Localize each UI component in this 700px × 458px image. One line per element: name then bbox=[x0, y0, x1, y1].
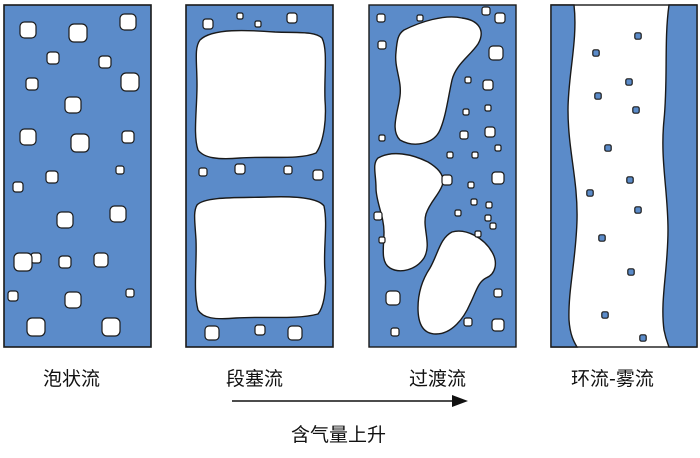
gas-bubble bbox=[489, 46, 503, 60]
liquid-droplet bbox=[587, 190, 593, 196]
gas-bubble bbox=[57, 212, 73, 228]
gas-bubble bbox=[237, 13, 243, 19]
slug-gas-bubble-upper bbox=[195, 30, 325, 158]
gas-bubble bbox=[460, 131, 468, 139]
liquid-droplet bbox=[593, 50, 599, 56]
label-bubbly: 泡状流 bbox=[43, 364, 100, 391]
annular-liquid-film-right bbox=[663, 5, 697, 347]
gas-bubble bbox=[284, 166, 292, 174]
gas-bubble bbox=[14, 253, 32, 271]
gas-bubble bbox=[121, 73, 139, 91]
panel-annular-mist bbox=[551, 5, 697, 347]
label-churn: 过渡流 bbox=[409, 364, 466, 391]
gas-bubble bbox=[495, 13, 505, 23]
gas-bubble bbox=[313, 170, 323, 180]
gas-bubble bbox=[463, 109, 469, 115]
gas-bubble bbox=[378, 41, 386, 49]
gas-bubble bbox=[455, 210, 461, 216]
gas-bubble bbox=[102, 318, 120, 336]
gas-bubble bbox=[120, 14, 136, 30]
gas-bubble bbox=[205, 326, 219, 340]
gas-bubble bbox=[122, 131, 134, 143]
gas-bubble bbox=[465, 77, 471, 83]
gas-bubble bbox=[386, 291, 400, 305]
gas-bubble bbox=[235, 164, 245, 174]
gas-bubble bbox=[116, 166, 124, 174]
liquid-droplet bbox=[626, 79, 632, 85]
liquid-droplet bbox=[599, 235, 605, 241]
gas-bubble bbox=[27, 318, 45, 336]
gas-bubble bbox=[482, 7, 490, 15]
gas-bubble bbox=[495, 145, 501, 151]
gas-bubble bbox=[485, 215, 491, 221]
label-annular-mist: 环流-雾流 bbox=[571, 364, 654, 391]
gas-bubble bbox=[492, 319, 504, 331]
gas-bubble bbox=[13, 182, 23, 192]
gas-bubble bbox=[494, 289, 502, 297]
gas-bubble bbox=[99, 56, 111, 68]
gas-bubble bbox=[377, 14, 385, 22]
gas-bubble bbox=[65, 97, 81, 113]
liquid-droplet bbox=[602, 312, 608, 318]
gas-bubble bbox=[447, 152, 453, 158]
gas-bubble bbox=[288, 326, 302, 340]
arrow-label: 含气量上升 bbox=[291, 420, 386, 447]
gas-bubble bbox=[391, 328, 399, 336]
liquid-droplet bbox=[633, 107, 639, 113]
gas-bubble bbox=[374, 212, 382, 220]
gas-bubble bbox=[255, 325, 265, 335]
slug-gas-bubble-lower bbox=[195, 197, 326, 319]
liquid-droplet bbox=[628, 269, 634, 275]
gas-bubble bbox=[379, 237, 385, 243]
liquid-droplet bbox=[605, 145, 611, 151]
gas-bubble bbox=[126, 289, 134, 297]
liquid-droplet bbox=[595, 93, 601, 99]
gas-bubble bbox=[471, 199, 477, 205]
gas-content-arrow bbox=[232, 395, 468, 407]
gas-bubble bbox=[490, 223, 496, 229]
gas-bubble bbox=[379, 135, 385, 141]
liquid-droplet bbox=[635, 207, 641, 213]
gas-bubble bbox=[255, 21, 261, 27]
gas-bubble bbox=[492, 172, 504, 184]
gas-bubble bbox=[468, 182, 474, 188]
gas-bubble bbox=[464, 318, 472, 326]
label-slug: 段塞流 bbox=[226, 364, 283, 391]
gas-bubble bbox=[71, 134, 89, 152]
gas-bubble bbox=[417, 15, 423, 21]
gas-bubble bbox=[483, 80, 493, 90]
gas-bubble bbox=[486, 202, 492, 208]
gas-bubble bbox=[203, 19, 213, 29]
gas-bubble bbox=[26, 78, 38, 90]
gas-bubble bbox=[110, 206, 126, 222]
gas-bubble bbox=[485, 127, 495, 137]
panel-churn bbox=[369, 5, 516, 347]
gas-bubble bbox=[472, 152, 478, 158]
gas-bubble bbox=[47, 52, 59, 64]
gas-bubble bbox=[8, 291, 18, 301]
gas-bubble bbox=[65, 292, 81, 308]
gas-bubble bbox=[46, 171, 58, 183]
liquid-droplet bbox=[627, 177, 633, 183]
gas-bubble bbox=[20, 129, 36, 145]
liquid-droplet bbox=[640, 335, 646, 341]
panel-slug bbox=[186, 5, 333, 347]
arrow-head bbox=[452, 395, 468, 407]
liquid-droplet bbox=[635, 33, 641, 39]
panel-bubbly bbox=[4, 5, 151, 347]
gas-bubble bbox=[442, 175, 452, 185]
gas-bubble bbox=[59, 256, 71, 268]
gas-bubble bbox=[475, 231, 481, 237]
gas-bubble bbox=[69, 24, 87, 42]
gas-bubble bbox=[199, 168, 207, 176]
gas-bubble bbox=[20, 22, 36, 38]
gas-bubble bbox=[287, 13, 297, 23]
gas-bubble bbox=[94, 253, 108, 267]
gas-bubble bbox=[485, 105, 491, 111]
